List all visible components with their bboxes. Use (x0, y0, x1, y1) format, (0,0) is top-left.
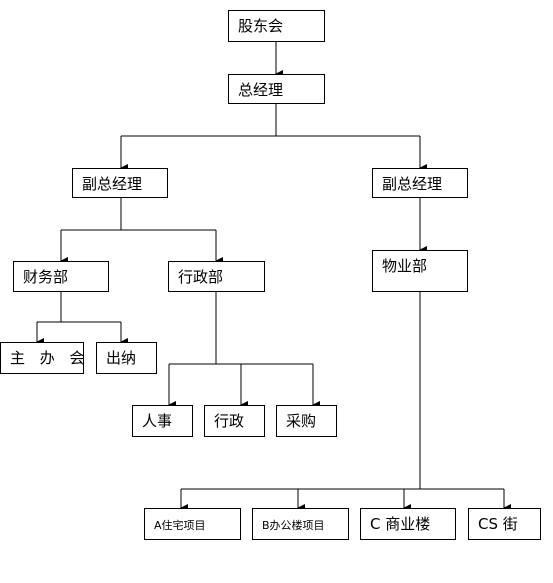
node-project-cs: CS 街 (468, 508, 541, 540)
node-project-b: B办公楼项目 (252, 508, 349, 540)
node-accountant: 主 办 会 (0, 342, 85, 374)
node-property-dept: 物业部 (372, 250, 468, 292)
node-project-c: C 商业楼 (360, 508, 456, 540)
node-admin-dept: 行政部 (168, 261, 265, 292)
node-deputy-gm-right: 副总经理 (372, 168, 468, 198)
node-deputy-gm-left: 副总经理 (72, 168, 168, 198)
node-hr: 人事 (132, 405, 193, 437)
node-project-a: A住宅项目 (144, 508, 241, 540)
node-admin: 行政 (204, 405, 265, 437)
node-cashier: 出纳 (96, 342, 157, 374)
node-general-manager: 总经理 (228, 74, 325, 104)
node-shareholders: 股东会 (228, 10, 325, 42)
node-purchasing: 采购 (276, 405, 337, 437)
node-finance-dept: 财务部 (13, 261, 109, 292)
